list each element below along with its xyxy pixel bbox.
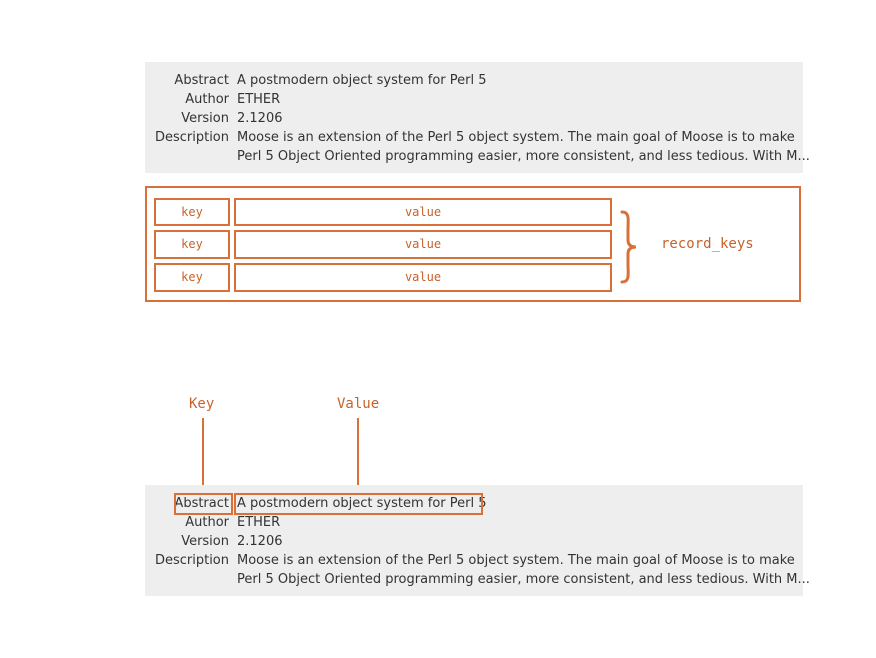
record-keys-label: record_keys bbox=[661, 236, 754, 252]
key-highlight-box bbox=[174, 493, 233, 515]
curly-brace-icon bbox=[620, 210, 637, 284]
metadata-value: 2.1206 bbox=[237, 111, 283, 126]
metadata-value: Perl 5 Object Oriented programming easie… bbox=[237, 572, 810, 587]
metadata-value: A postmodern object system for Perl 5 bbox=[237, 73, 487, 88]
value-callout-label: Value bbox=[337, 396, 380, 412]
metadata-row-abstract: Abstract A postmodern object system for … bbox=[145, 494, 803, 513]
metadata-key: Abstract bbox=[174, 73, 229, 88]
metadata-key: Description bbox=[154, 553, 229, 568]
record-value-box: value bbox=[234, 230, 612, 259]
metadata-key: Version bbox=[181, 534, 229, 549]
key-callout-label: Key bbox=[189, 396, 215, 412]
record-value-box: value bbox=[234, 198, 612, 226]
metadata-row-description: Description Moose is an extension of the… bbox=[145, 128, 803, 147]
metadata-row-author: Author ETHER bbox=[145, 90, 803, 109]
metadata-value: Perl 5 Object Oriented programming easie… bbox=[237, 149, 810, 164]
metadata-value: ETHER bbox=[237, 92, 281, 107]
metadata-row-description: Description Moose is an extension of the… bbox=[145, 551, 803, 570]
metadata-key: Description bbox=[154, 130, 229, 145]
metadata-value: 2.1206 bbox=[237, 534, 283, 549]
metadata-value: Moose is an extension of the Perl 5 obje… bbox=[237, 130, 795, 145]
metadata-row-version: Version 2.1206 bbox=[145, 532, 803, 551]
record-value-box: value bbox=[234, 263, 612, 292]
metadata-key: Author bbox=[185, 92, 229, 107]
value-callout-line bbox=[357, 418, 359, 493]
metadata-panel-bottom: Abstract A postmodern object system for … bbox=[145, 485, 810, 596]
record-key-box: key bbox=[154, 230, 230, 259]
metadata-row-author: Author ETHER bbox=[145, 513, 803, 532]
metadata-row-version: Version 2.1206 bbox=[145, 109, 803, 128]
metadata-value: A postmodern object system for Perl 5 bbox=[237, 496, 487, 511]
value-highlight-box bbox=[234, 493, 483, 515]
record-key-box: key bbox=[154, 198, 230, 226]
metadata-row-description-cont: Perl 5 Object Oriented programming easie… bbox=[145, 147, 810, 166]
metadata-key: Version bbox=[181, 111, 229, 126]
metadata-key: Abstract bbox=[174, 496, 229, 511]
key-callout-line bbox=[202, 418, 204, 493]
metadata-panel-top: Abstract A postmodern object system for … bbox=[145, 62, 810, 173]
record-key-box: key bbox=[154, 263, 230, 292]
metadata-value: Moose is an extension of the Perl 5 obje… bbox=[237, 553, 795, 568]
metadata-value: ETHER bbox=[237, 515, 281, 530]
metadata-row-description-cont: Perl 5 Object Oriented programming easie… bbox=[145, 570, 810, 589]
metadata-key: Author bbox=[185, 515, 229, 530]
metadata-row-abstract: Abstract A postmodern object system for … bbox=[145, 71, 803, 90]
